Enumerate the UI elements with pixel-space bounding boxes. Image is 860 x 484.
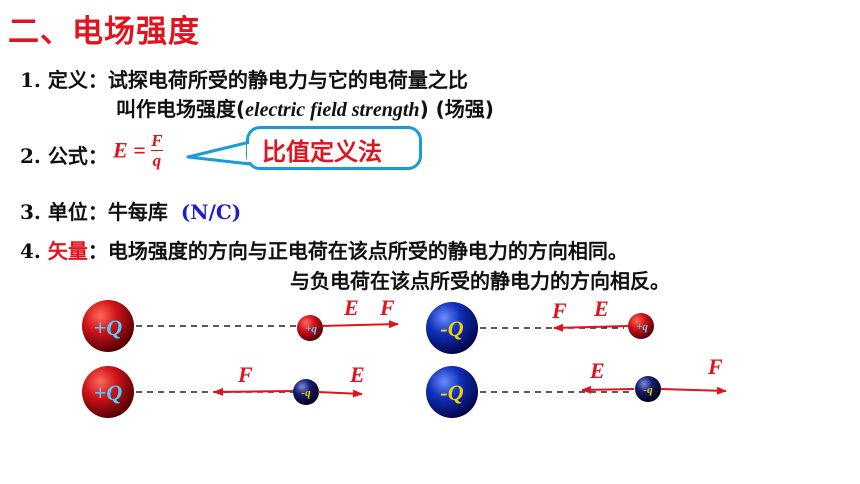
definition-line-2: 叫作电场强度(electric field strength) (场强) — [116, 93, 494, 122]
fraction-bar — [151, 150, 163, 151]
item-number: 4. — [20, 239, 41, 263]
label-E: E — [343, 295, 359, 320]
callout-text: 比值定义法 — [262, 138, 382, 166]
label-F: F — [707, 354, 723, 379]
unit-symbol: (N/C) — [180, 200, 242, 224]
definition-line: 1. 定义：试探电荷所受的静电力与它的电荷量之比 — [20, 64, 468, 93]
item-label: 定义： — [47, 68, 108, 92]
source-charge-label: +Q — [94, 380, 123, 405]
formula-line: 2. 公式： — [20, 140, 108, 169]
english-term: electric field strength — [245, 99, 420, 121]
label-E: E — [593, 296, 609, 321]
vector-text: 电场强度的方向与正电荷在该点所受的静电力的方向相同。 — [107, 239, 628, 263]
unit-chinese: 牛每库 — [107, 200, 168, 224]
source-charge-negative — [426, 302, 478, 354]
item-label: 公式： — [47, 144, 108, 168]
formula-denominator: q — [152, 151, 162, 170]
test-charge-label: +q — [305, 323, 317, 335]
section-title: 二、电场强度 — [8, 14, 200, 50]
formula: E = F q — [113, 132, 163, 169]
item-colon: ： — [87, 239, 108, 263]
arrow-E — [581, 385, 635, 394]
source-charge-label: +Q — [94, 315, 123, 340]
label-F: F — [379, 295, 395, 320]
label-F: F — [551, 298, 567, 323]
arrow-F-E — [553, 323, 629, 332]
arrow-F — [213, 387, 295, 396]
formula-fraction: F q — [151, 131, 163, 170]
arrow-E-F — [321, 320, 399, 329]
callout-box — [246, 126, 422, 170]
test-charge-label: +q — [636, 321, 648, 333]
source-charge-positive — [82, 300, 134, 352]
item-number: 2. — [20, 144, 41, 168]
source-charge-label: -Q — [440, 316, 463, 341]
test-charge-negative — [635, 376, 661, 402]
unit-line: 3. 单位：牛每库 (N/C) — [20, 196, 241, 225]
vector-text-2: 与负电荷在该点所受的静电力的方向相反。 — [290, 269, 670, 293]
test-charge-positive — [628, 313, 654, 339]
test-charge-label: -q — [643, 384, 653, 396]
label-E: E — [349, 362, 365, 387]
item-number: 3. — [20, 200, 41, 224]
source-charge-positive — [82, 366, 134, 418]
test-charge-negative — [293, 379, 319, 405]
definition-text-2a: 叫作电场强度( — [116, 97, 246, 121]
vector-line: 4. 矢量：电场强度的方向与正电荷在该点所受的静电力的方向相同。 — [20, 235, 628, 264]
test-charge-label: -q — [301, 387, 311, 399]
definition-text-2b: ) (场强) — [419, 97, 494, 121]
arrow-F — [660, 386, 727, 395]
item-number: 1. — [20, 68, 41, 92]
definition-text: 试探电荷所受的静电力与它的电荷量之比 — [107, 68, 468, 92]
vector-label: 矢量 — [47, 239, 88, 263]
label-F: F — [237, 362, 253, 387]
formula-numerator: F — [151, 131, 163, 150]
label-E: E — [589, 358, 605, 383]
source-charge-negative — [426, 366, 478, 418]
vector-line-2: 与负电荷在该点所受的静电力的方向相反。 — [290, 265, 670, 294]
source-charge-label: -Q — [440, 380, 463, 405]
item-label: 单位： — [47, 200, 108, 224]
formula-lhs: E = — [113, 137, 146, 163]
test-charge-positive — [297, 315, 323, 341]
arrow-E — [317, 389, 363, 398]
